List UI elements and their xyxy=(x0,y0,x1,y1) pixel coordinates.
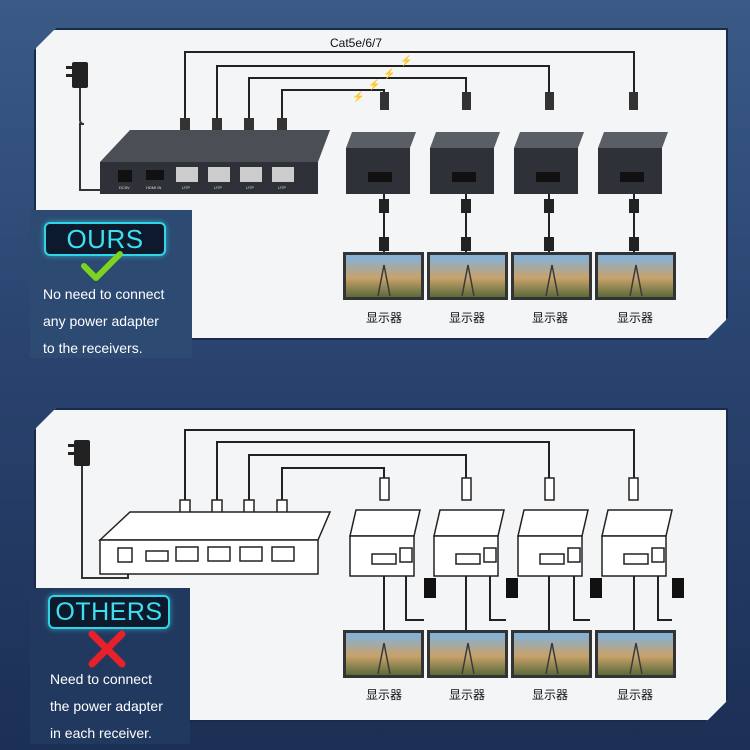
adapter-icons-bottom xyxy=(424,578,684,598)
receiver-top-3 xyxy=(514,132,584,194)
hdmi-in-label: HDMI IN xyxy=(146,185,161,190)
utp-label-1: UTP xyxy=(182,185,190,190)
others-line-2: the power adapter xyxy=(50,698,163,714)
cat-cables-bottom xyxy=(184,429,635,505)
monitor-label-top-1: 显示器 xyxy=(366,311,402,325)
svg-text:⚡: ⚡ xyxy=(368,78,380,91)
monitor-label-bottom-2: 显示器 xyxy=(449,688,485,702)
monitor-label-bottom-4: 显示器 xyxy=(617,688,653,702)
ours-line-1: No need to connect xyxy=(43,286,165,302)
monitors-bottom xyxy=(343,630,676,678)
svg-text:⚡: ⚡ xyxy=(352,90,364,103)
receiver-power-adapters xyxy=(383,576,672,630)
monitor-label-top-4: 显示器 xyxy=(617,311,653,325)
monitors-top xyxy=(343,252,676,300)
others-line-1: Need to connect xyxy=(50,671,152,687)
cable-label-top: Cat5e/6/7 xyxy=(330,36,382,50)
transmitter-top: DC5V HDMI IN UTP UTP UTP UTP xyxy=(100,130,330,194)
transmitter-bottom xyxy=(98,511,332,575)
receivers-bottom xyxy=(349,509,673,577)
receiver-top-4 xyxy=(598,132,668,194)
monitor-label-top-3: 显示器 xyxy=(532,311,568,325)
others-tag: OTHERS xyxy=(48,595,170,629)
monitor-label-top-2: 显示器 xyxy=(449,311,485,325)
signal-icons-top: ⚡⚡⚡⚡ xyxy=(352,54,412,103)
monitor-label-bottom-1: 显示器 xyxy=(366,688,402,702)
others-description: Need to connect the power adapter in eac… xyxy=(50,666,190,747)
rj45-plugs-top xyxy=(180,92,638,136)
ours-tag: OURS xyxy=(44,222,166,256)
utp-label-2: UTP xyxy=(214,185,222,190)
ours-line-3: to the receivers. xyxy=(43,340,143,356)
dc-port-label: DC5V xyxy=(119,185,130,190)
utp-label-3: UTP xyxy=(246,185,254,190)
svg-text:⚡: ⚡ xyxy=(383,67,395,80)
hdmi-cables-top xyxy=(379,194,639,252)
power-adapter-top xyxy=(66,62,126,191)
ours-description: No need to connect any power adapter to … xyxy=(43,281,193,362)
receivers-top xyxy=(346,132,668,194)
ours-line-2: any power adapter xyxy=(43,313,159,329)
monitor-label-bottom-3: 显示器 xyxy=(532,688,568,702)
receiver-top-2 xyxy=(430,132,500,194)
others-line-3: in each receiver. xyxy=(50,725,152,741)
utp-label-4: UTP xyxy=(278,185,286,190)
receiver-top-1 xyxy=(346,132,416,194)
svg-text:⚡: ⚡ xyxy=(400,54,412,67)
